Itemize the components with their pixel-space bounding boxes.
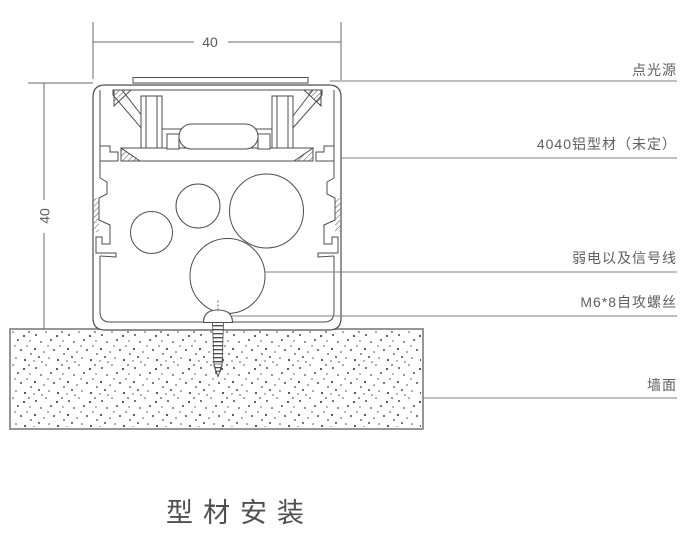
light-face-plate	[132, 77, 309, 84]
led-lens	[178, 123, 259, 150]
signal-cable-hole	[189, 238, 266, 314]
dimension-width	[92, 22, 342, 80]
right-mount-notch	[317, 177, 339, 258]
callout-wall: 墙面	[647, 377, 677, 393]
callout-point-light: 点光源	[632, 62, 677, 78]
dimension-height	[28, 82, 93, 329]
dimension-width-value: 40	[202, 34, 218, 50]
cable-hole-medium	[175, 183, 221, 229]
callout-screw: M6*8自攻螺丝	[580, 294, 677, 310]
sheet-title: 型材安装	[166, 498, 314, 528]
cable-hole-small	[130, 211, 173, 254]
dimension-height-value: 40	[36, 208, 53, 224]
screw-head	[202, 309, 234, 324]
self-tapping-screw	[202, 300, 234, 378]
light-module	[100, 77, 334, 162]
leader-lines	[231, 80, 677, 399]
cable-holes	[130, 173, 304, 314]
left-mount-notch	[95, 177, 117, 258]
callout-aluminum-profile: 4040铝型材（未定）	[536, 136, 677, 152]
cable-hole-large	[229, 173, 304, 249]
callout-signal-cable: 弱电以及信号线	[572, 250, 677, 266]
